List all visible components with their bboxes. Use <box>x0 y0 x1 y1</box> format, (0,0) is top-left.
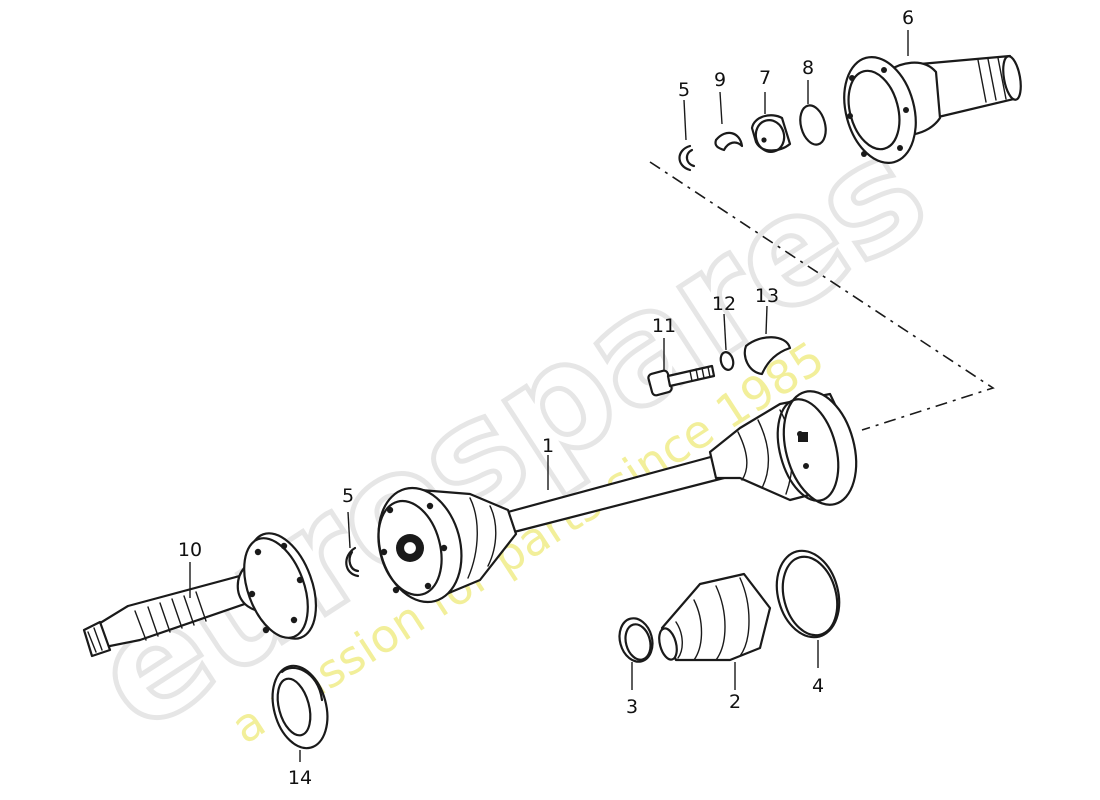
callout-11: 11 <box>652 315 676 337</box>
callout-5-lower: 5 <box>342 485 354 507</box>
stub-axle-part <box>82 532 317 658</box>
boot-part <box>658 572 772 662</box>
callout-3: 3 <box>626 696 638 718</box>
circlip-upper-part <box>678 144 696 172</box>
assembly-dashed-line <box>649 161 995 431</box>
cap-part <box>750 114 792 153</box>
callout-12: 12 <box>712 293 736 315</box>
callout-9: 9 <box>714 69 726 91</box>
flange-part <box>843 54 1022 164</box>
large-clamp-part <box>775 549 841 639</box>
callout-14: 14 <box>288 767 312 789</box>
seal-ring-part <box>271 664 329 750</box>
callout-7: 7 <box>759 67 771 89</box>
o-ring-part <box>799 104 827 146</box>
callout-10: 10 <box>178 539 202 561</box>
leader-lines <box>189 30 909 762</box>
spring-ring-part <box>714 131 744 152</box>
drive-shaft-part <box>377 390 858 604</box>
callout-4: 4 <box>812 675 824 697</box>
callout-labels: 1 2 3 4 5 5 6 7 8 9 10 11 12 13 14 <box>178 7 914 789</box>
callout-13: 13 <box>755 285 779 307</box>
small-clamp-part <box>618 617 654 663</box>
callout-5-upper: 5 <box>678 79 690 101</box>
callout-8: 8 <box>802 57 814 79</box>
circlip-lower-part <box>345 546 360 578</box>
lock-plate-part <box>743 336 792 376</box>
washer-part <box>719 351 735 371</box>
callout-2: 2 <box>729 691 741 713</box>
callout-1: 1 <box>542 435 554 457</box>
bolt-part <box>647 364 716 397</box>
callout-6: 6 <box>902 7 914 29</box>
